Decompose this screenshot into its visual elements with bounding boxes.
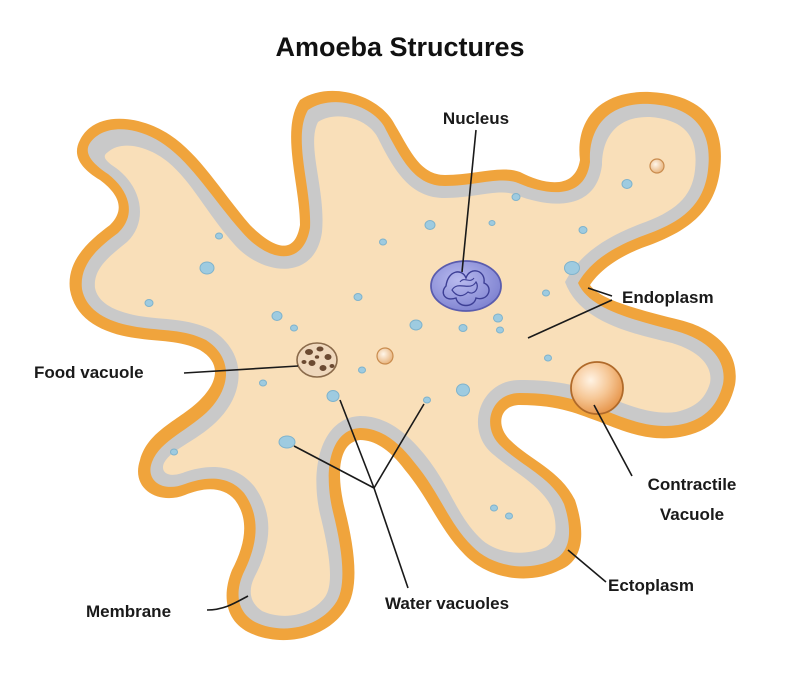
water-vacuole — [199, 261, 215, 275]
label-nucleus: Nucleus — [443, 109, 509, 128]
water-vacuoles — [144, 179, 633, 520]
leader-nucleus — [461, 129, 477, 273]
label-food-vacuole: Food vacuole — [34, 363, 144, 382]
nucleus — [430, 260, 502, 312]
food-vacuole — [296, 342, 338, 378]
leader-lines — [183, 129, 633, 611]
water-vacuole — [353, 293, 363, 301]
water-vacuole — [215, 232, 223, 240]
water-vacuole — [496, 326, 504, 334]
water-vacuole — [578, 226, 588, 234]
water-vacuole — [170, 448, 178, 456]
water-vacuole — [358, 366, 366, 374]
leader-contractile — [593, 404, 633, 477]
water-vacuole — [458, 324, 468, 332]
endoplasm-region — [94, 116, 711, 616]
label-membrane: Membrane — [86, 602, 171, 621]
label-ectoplasm: Ectoplasm — [608, 576, 694, 595]
diagram-title: Amoeba Structures — [275, 32, 524, 62]
water-vacuole — [259, 379, 267, 387]
water-vacuole — [505, 512, 513, 520]
water-vacuole — [564, 261, 580, 275]
water-vacuole — [144, 299, 154, 307]
water-vacuole — [490, 504, 498, 512]
granule — [376, 347, 394, 365]
water-vacuole — [544, 354, 552, 362]
water-vacuole — [456, 383, 470, 397]
water-vacuole — [493, 313, 503, 323]
water-vacuole — [326, 390, 340, 402]
granule — [649, 158, 665, 174]
leader-water-2 — [339, 399, 375, 489]
leader-membrane — [206, 595, 249, 611]
water-vacuole — [511, 193, 521, 201]
water-vacuole — [542, 289, 550, 297]
label-contractile-line1: Contractile — [648, 475, 737, 494]
leader-water-1 — [293, 445, 375, 489]
leader-ectoplasm — [567, 549, 607, 583]
water-vacuole — [290, 324, 298, 332]
contractile-vacuole — [570, 361, 624, 415]
water-vacuole — [488, 220, 496, 226]
leader-water-main — [373, 487, 409, 589]
label-contractile-line2: Vacuole — [660, 505, 724, 524]
leader-endoplasm-1 — [587, 287, 613, 297]
water-vacuole — [278, 435, 296, 449]
label-endoplasm: Endoplasm — [622, 288, 714, 307]
leader-water-3 — [373, 403, 425, 489]
label-water-vacuoles: Water vacuoles — [385, 594, 509, 613]
water-vacuole — [424, 220, 436, 230]
water-vacuole — [409, 319, 423, 331]
water-vacuole — [621, 179, 633, 189]
leader-food-vacuole — [183, 365, 299, 374]
water-vacuole — [423, 396, 431, 404]
water-vacuole — [379, 238, 387, 246]
water-vacuole — [271, 311, 283, 321]
leader-endoplasm-2 — [527, 299, 613, 339]
